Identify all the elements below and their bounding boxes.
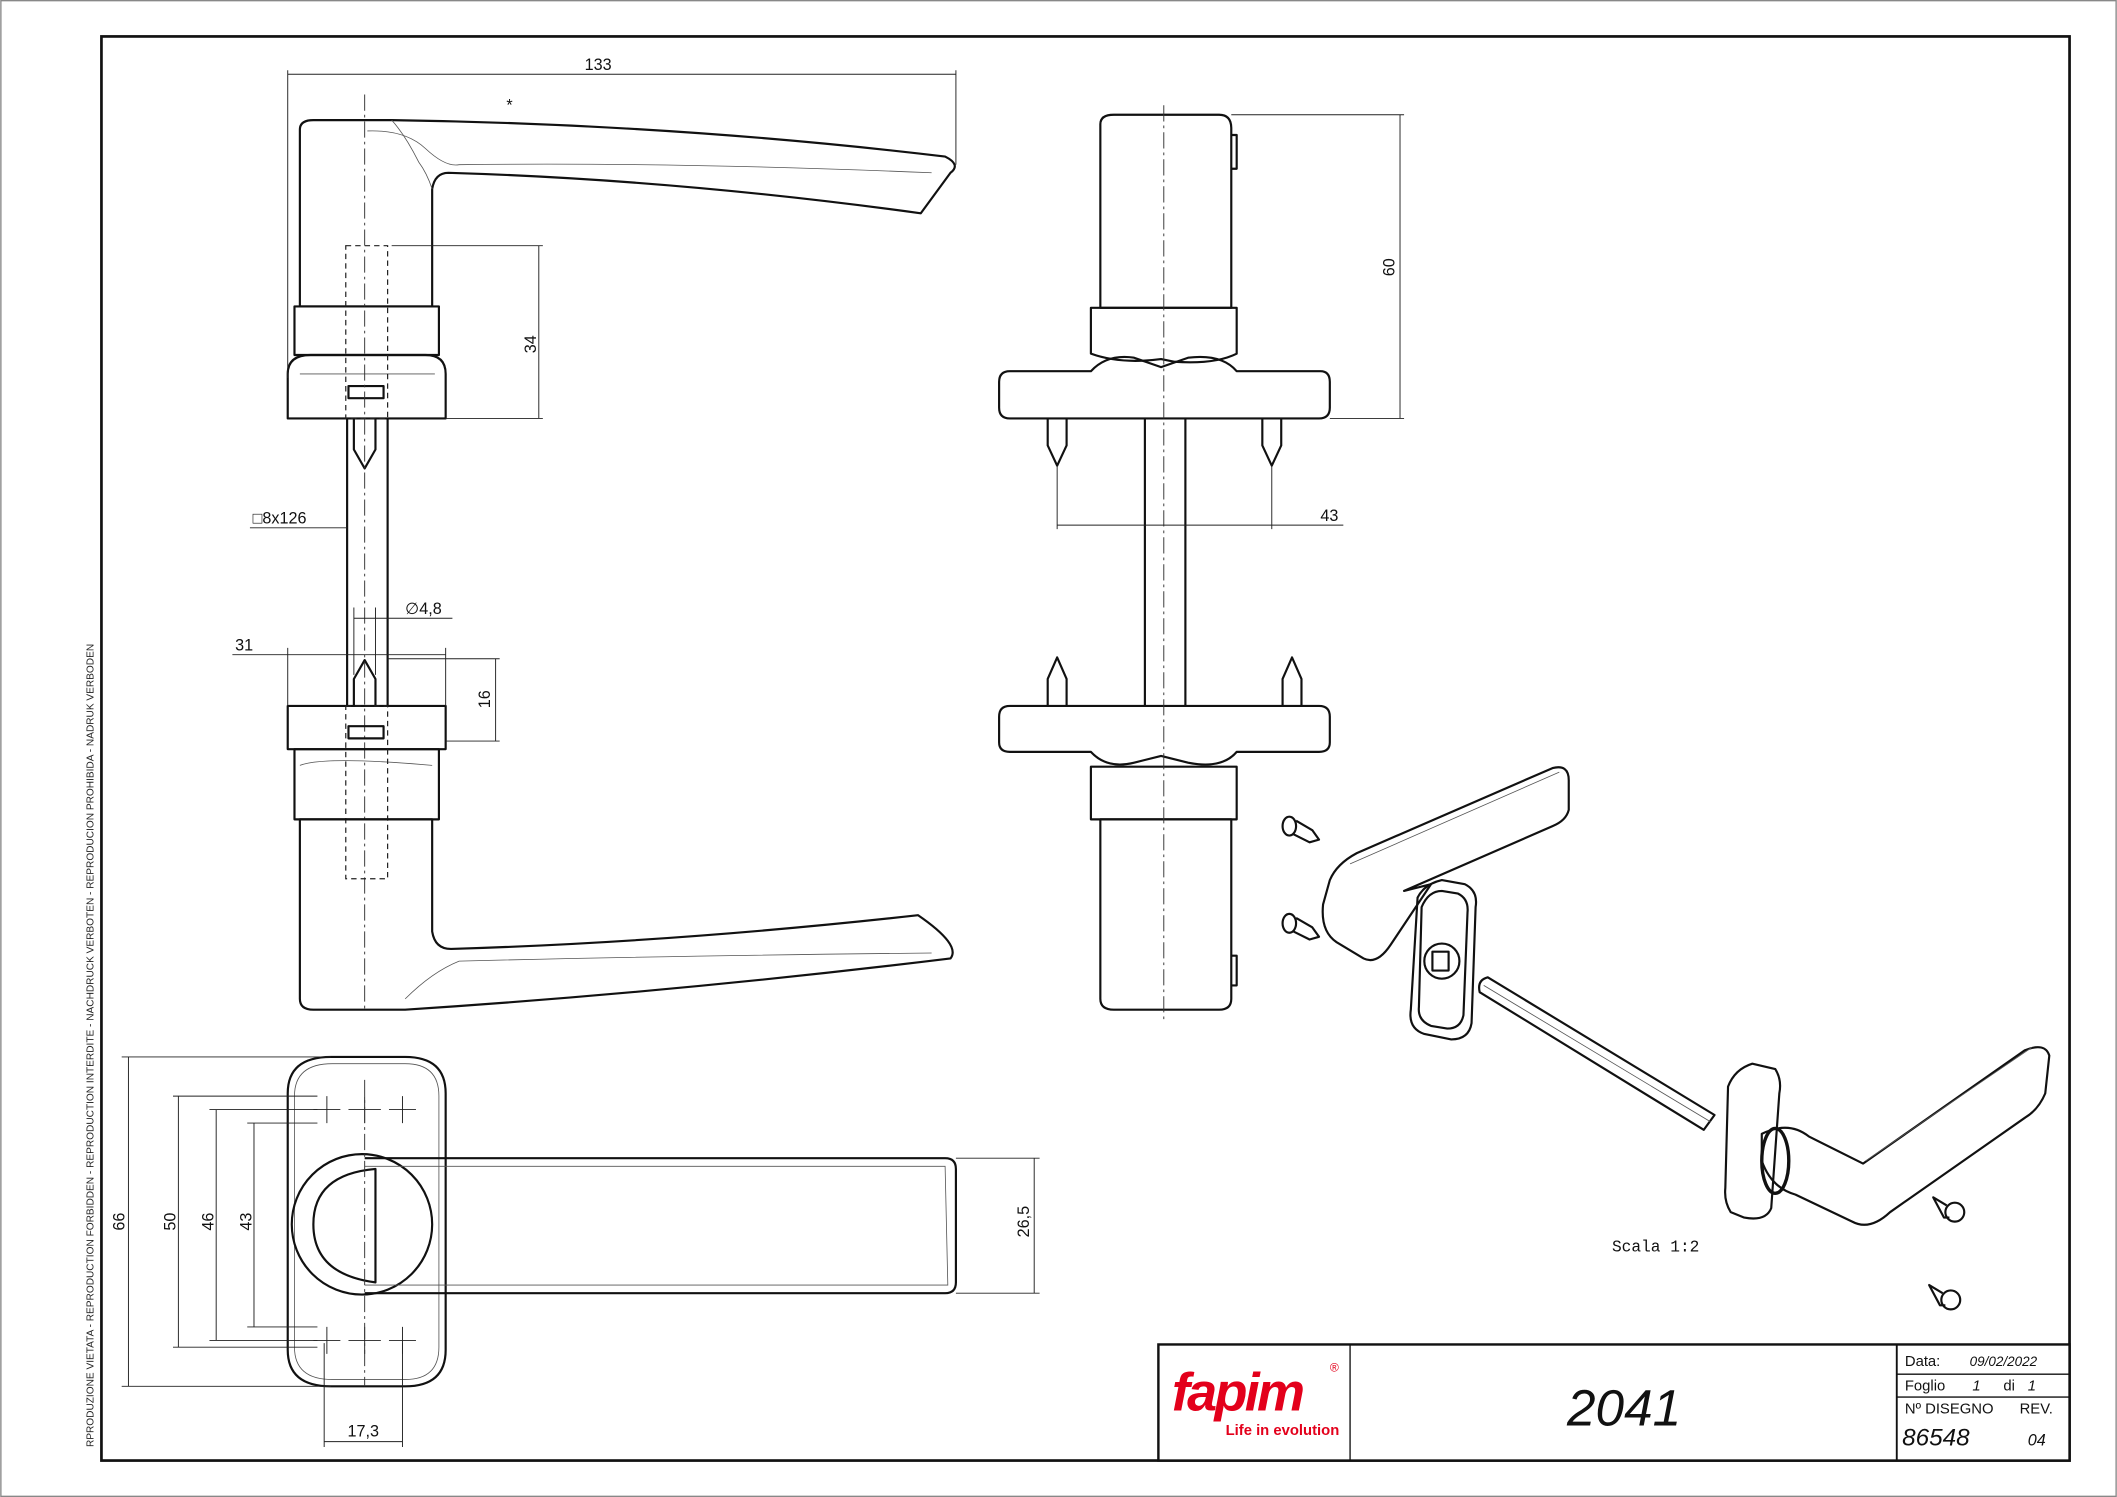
scale-label: Scala 1:2: [1612, 1238, 1699, 1256]
dim-43-pins: 43: [1320, 507, 1338, 525]
dim-hole-diameter: ∅4,8: [405, 600, 442, 618]
screw-icon: [1928, 1283, 1962, 1311]
drawing-frame: [100, 35, 2071, 1462]
exploded-view: Scala 1:2: [1281, 766, 2051, 1311]
side-view: [998, 105, 1331, 1020]
sheet-of: di: [2003, 1378, 2015, 1394]
screw-icon: [1281, 912, 1321, 941]
dim-50: 50: [162, 1213, 180, 1231]
screw-icon: [1932, 1196, 1966, 1223]
revision-number: 04: [2028, 1432, 2046, 1450]
drawing-title: 2041: [1566, 1379, 1681, 1436]
dim-60: 60: [1381, 258, 1399, 276]
sheet-total: 1: [2028, 1378, 2036, 1394]
registered-mark: ®: [1330, 1360, 1339, 1374]
drawing-no-label: Nº DISEGNO: [1905, 1401, 1994, 1417]
dim-26-5: 26,5: [1015, 1206, 1033, 1238]
title-block: fapim ® Life in evolution 2041 Data: 09/…: [1157, 1343, 2071, 1462]
date-value: 09/02/2022: [1970, 1354, 2038, 1369]
asterisk-mark: *: [506, 97, 513, 115]
drawing-number: 86548: [1902, 1425, 1970, 1452]
dim-31: 31: [235, 637, 253, 655]
dim-46: 46: [199, 1213, 217, 1231]
rev-label: REV.: [2020, 1401, 2053, 1417]
dim-17-3: 17,3: [348, 1422, 380, 1440]
sheet-value: 1: [1972, 1378, 1980, 1394]
sheet-label: Foglio: [1905, 1378, 1945, 1394]
dim-34: 34: [522, 335, 540, 353]
dim-43-holes: 43: [237, 1213, 255, 1231]
plan-view: [286, 1055, 957, 1388]
front-dimensions: 133 * 34 □8x126 ∅4,8 31 16: [232, 56, 957, 742]
reproduction-notice: RPRODUZIONE VIETATA - REPRODUCTION FORBI…: [85, 644, 96, 1447]
front-view: [286, 94, 956, 1013]
dim-66: 66: [110, 1213, 128, 1231]
plan-dimensions: 66 50 46 43 26,5 17,3: [110, 1056, 1040, 1448]
dim-spindle: □8x126: [253, 510, 307, 528]
brand-tagline: Life in evolution: [1226, 1423, 1340, 1439]
screw-icon: [1281, 815, 1321, 844]
side-dimensions: 60 43: [1056, 114, 1405, 530]
brand-logo: fapim: [1172, 1363, 1303, 1423]
dim-133: 133: [585, 56, 612, 74]
date-label: Data:: [1905, 1354, 1940, 1370]
dim-16: 16: [476, 690, 494, 708]
